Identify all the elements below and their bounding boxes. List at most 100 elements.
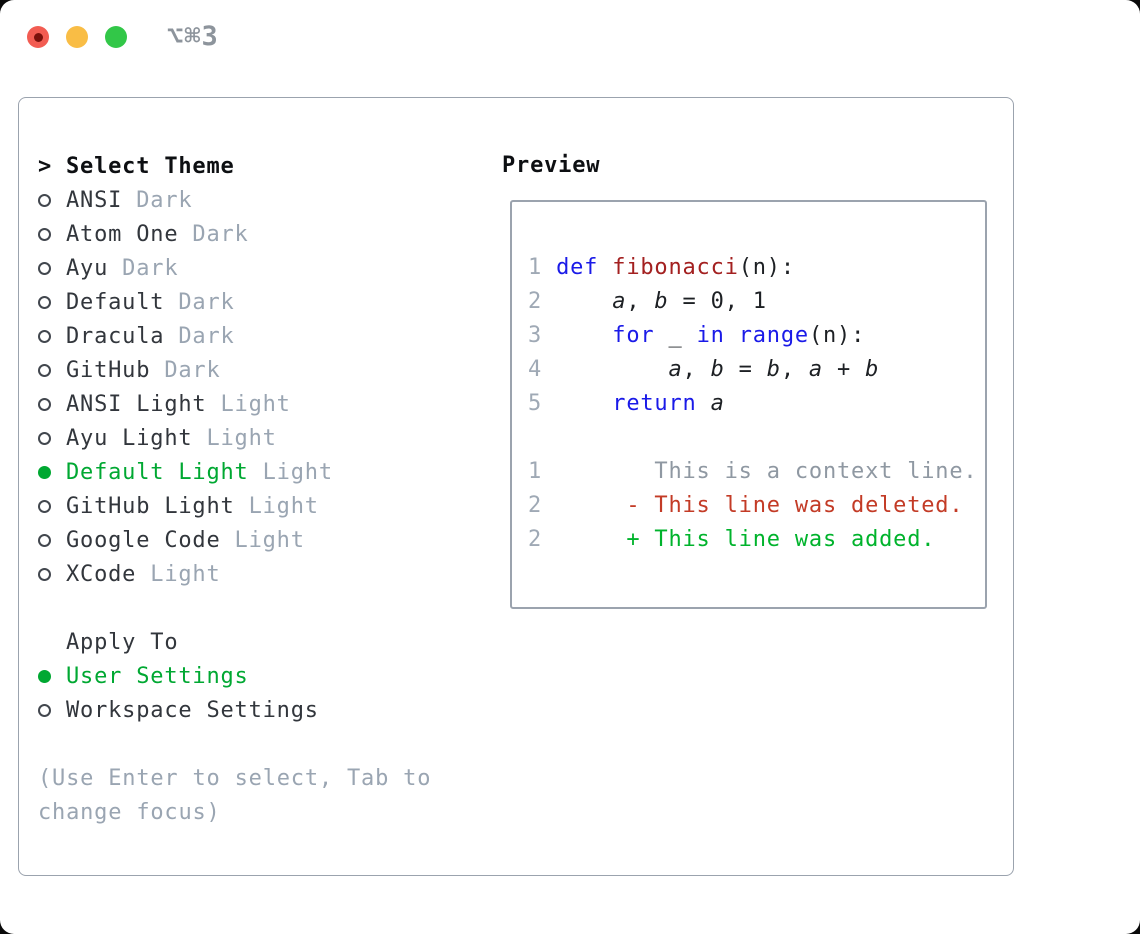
radio-unselected-icon [38,329,51,343]
code-line-4: 4 a, b = b, a + b [528,353,985,387]
apply-to-header: Apply To [38,625,431,659]
radio-unselected-icon [38,261,51,275]
theme-option-ansi-light[interactable]: ANSI Light Light [38,387,431,421]
theme-option-ansi[interactable]: ANSI Dark [38,183,431,217]
code-line-5: 5 return a [528,387,985,421]
code-token: def [556,255,599,280]
code-token: + [822,357,866,382]
theme-variant: Light [234,493,319,519]
zoom-button-icon[interactable] [105,26,127,48]
radio-unselected-icon [38,363,51,377]
line-number: 3 [528,323,543,348]
radio-cell [38,193,66,207]
apply-option-label: User Settings [66,663,249,689]
close-button-icon[interactable] [27,26,49,48]
theme-variant: Dark [164,323,235,349]
code-token: a [668,357,683,382]
code-token [542,323,612,348]
code-token: This is a context line. [542,459,978,484]
hint-line-2: change focus) [38,795,431,829]
code-token: b [766,357,781,382]
theme-name: Default [66,289,165,315]
theme-option-ayu-light[interactable]: Ayu Light Light [38,421,431,455]
line-number: 2 [528,289,543,314]
theme-variant: Dark [150,357,221,383]
minimize-button-icon[interactable] [66,26,88,48]
theme-name: GitHub [66,357,151,383]
theme-name: Atom One [66,221,179,247]
radio-cell [38,431,66,445]
apply-option-user-settings[interactable]: User Settings [38,659,431,693]
code-line-1: 1 def fibonacci(n): [528,251,985,285]
radio-unselected-icon [38,397,51,411]
theme-option-google-code[interactable]: Google Code Light [38,523,431,557]
theme-variant: Light [248,459,333,485]
code-token: = 0, 1 [668,289,767,314]
code-token: , [682,357,711,382]
theme-option-github-light[interactable]: GitHub Light Light [38,489,431,523]
apply-option-label: Workspace Settings [66,697,319,723]
unsaved-changes-dot-icon [33,32,43,42]
theme-option-default-light[interactable]: Default Light Light [38,455,431,489]
theme-option-dracula[interactable]: Dracula Dark [38,319,431,353]
radio-cell [38,363,66,377]
line-number: 2 [528,493,543,518]
prompt-cell: > [38,154,66,179]
radio-unselected-icon [38,193,51,207]
code-token: in [696,323,725,348]
theme-name: ANSI [66,187,123,213]
theme-option-xcode[interactable]: XCode Light [38,557,431,591]
radio-unselected-icon [38,431,51,445]
code-token: b [654,289,669,314]
radio-cell [38,465,66,479]
code-token [542,391,612,416]
code-line-9: 2 + This line was added. [528,523,985,557]
code-token: , [626,289,655,314]
code-line-2: 2 a, b = 0, 1 [528,285,985,319]
code-line-3: 3 for _ in range(n): [528,319,985,353]
preview-title: Preview [502,153,601,178]
theme-option-default[interactable]: Default Dark [38,285,431,319]
theme-name: Dracula [66,323,165,349]
code-token: (n): [808,323,866,348]
code-token: _ [654,323,697,348]
code-token [542,289,612,314]
code-token [598,255,612,280]
radio-unselected-icon [38,567,51,581]
theme-name: Ayu [66,255,109,281]
radio-selected-icon [38,669,51,683]
code-line-0 [528,217,985,251]
radio-cell [38,669,66,683]
hint-line-1: (Use Enter to select, Tab to [38,761,431,795]
radio-unselected-icon [38,499,51,513]
traffic-lights [27,26,127,48]
code-token: + This line was added. [542,527,936,552]
code-token: return [612,391,697,416]
code-token: a [808,357,823,382]
radio-unselected-icon [38,533,51,547]
theme-variant: Light [136,561,221,587]
theme-name: Google Code [66,527,221,553]
theme-option-github[interactable]: GitHub Dark [38,353,431,387]
theme-name: Ayu Light [66,425,193,451]
spacer-row [38,591,431,625]
code-token: fibonacci [612,255,739,280]
radio-cell [38,397,66,411]
theme-name: GitHub Light [66,493,235,519]
apply-option-workspace-settings[interactable]: Workspace Settings [38,693,431,727]
apply-to-title: Apply To [66,629,179,655]
window-title-shortcut: ⌥⌘3 [167,21,219,52]
radio-cell [38,295,66,309]
code-line-7: 1 This is a context line. [528,455,985,489]
code-token: a [710,391,725,416]
focus-prompt-icon: > [38,153,53,179]
radio-unselected-icon [38,227,51,241]
theme-variant: Dark [164,289,235,315]
theme-variant: Light [192,425,277,451]
radio-cell [38,533,66,547]
theme-option-ayu[interactable]: Ayu Dark [38,251,431,285]
theme-option-atom-one[interactable]: Atom One Dark [38,217,431,251]
